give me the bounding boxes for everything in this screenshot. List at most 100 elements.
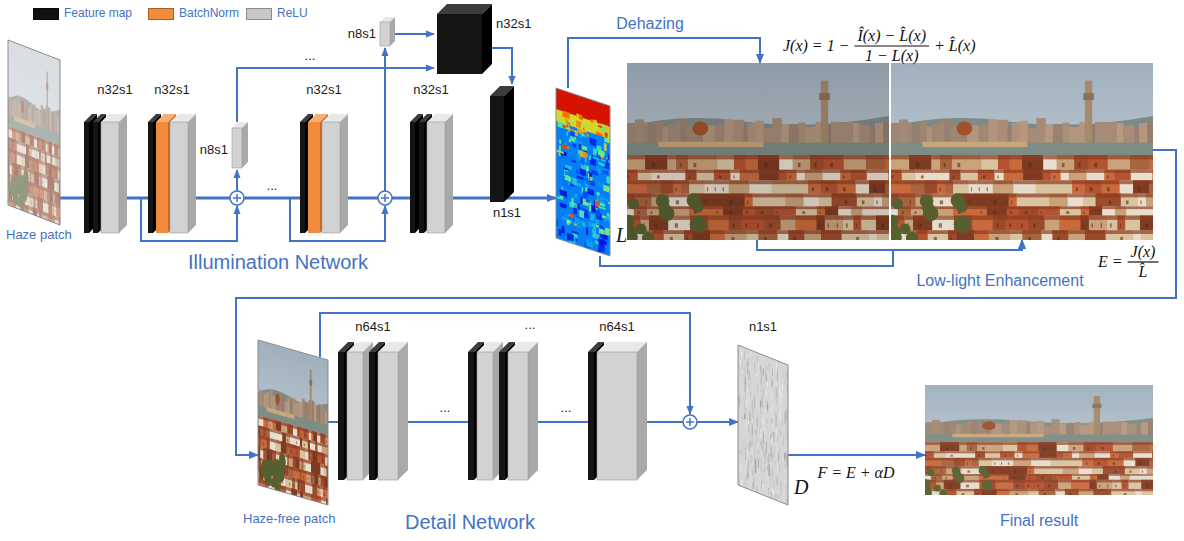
- city-photo: [1138, 187, 1140, 191]
- detail-texture: [781, 420, 783, 426]
- city-photo: [1061, 170, 1070, 173]
- city-photo: [1083, 93, 1093, 100]
- flow-arrow: [600, 240, 1022, 266]
- city-photo: [315, 447, 316, 450]
- illumination-colormap: [608, 154, 610, 161]
- city-photo: [281, 441, 287, 446]
- illumination-colormap: [593, 119, 597, 126]
- city-photo: [1131, 170, 1153, 173]
- detail-texture: [749, 411, 751, 421]
- dehazed-photo: [618, 63, 909, 247]
- detail-texture: [760, 402, 762, 415]
- detail-texture: [785, 431, 787, 437]
- city-photo: [940, 155, 953, 159]
- illumination-colormap: [595, 209, 600, 217]
- city-photo: [1096, 194, 1105, 198]
- city-photo: [901, 155, 910, 159]
- detail-texture: [744, 478, 746, 487]
- city-photo: [266, 448, 272, 453]
- city-photo: [321, 475, 325, 479]
- city-photo: [287, 439, 289, 442]
- city-photo: [291, 488, 297, 493]
- detail-texture: [740, 449, 742, 455]
- illumination-colormap: [590, 138, 597, 147]
- city-photo: [1068, 194, 1084, 198]
- city-photo: [1076, 187, 1078, 191]
- detail-texture: [756, 433, 757, 442]
- illumination-colormap: [598, 125, 602, 128]
- city-photo: [304, 465, 305, 468]
- illumination-colormap: [570, 213, 575, 218]
- city-photo: [300, 427, 304, 431]
- city-photo: [1022, 155, 1044, 159]
- detail-texture: [782, 457, 783, 464]
- illumination-colormap: [572, 119, 573, 122]
- illumination-colormap: [576, 120, 581, 128]
- city-photo: [260, 431, 261, 434]
- illumination-colormap: [589, 221, 596, 228]
- detail-texture: [741, 466, 742, 475]
- city-photo: [273, 430, 276, 434]
- city-photo: [266, 458, 274, 477]
- city-photo: [978, 170, 995, 173]
- city-photo: [909, 200, 910, 204]
- city-photo: [1130, 155, 1150, 159]
- city-photo: [627, 63, 889, 240]
- city-photo: [309, 379, 312, 386]
- illumination-colormap: [584, 192, 588, 199]
- illumination-colormap: [562, 144, 569, 151]
- haze-free-patch-picture: [258, 340, 328, 505]
- city-photo: [1120, 180, 1134, 184]
- illumination-colormap: [582, 163, 583, 165]
- city-photo: [984, 180, 993, 184]
- city-photo: [258, 340, 328, 505]
- illumination-colormap: [593, 155, 600, 160]
- city-photo: [1115, 206, 1127, 209]
- city-photo: [1062, 163, 1065, 167]
- detail-texture: [759, 483, 760, 494]
- city-photo: [907, 194, 916, 198]
- illumination-colormap: [606, 216, 610, 222]
- city-photo: [1025, 211, 1028, 214]
- city-photo: [1083, 194, 1096, 198]
- detail-texture: [774, 382, 776, 387]
- city-photo: [290, 444, 296, 460]
- city-photo: [891, 155, 902, 173]
- city-photo: [289, 455, 293, 471]
- illumination-colormap: [558, 117, 561, 120]
- illumination-map-picture: [556, 88, 610, 256]
- illumination-colormap: [586, 199, 591, 203]
- city-photo: [1104, 170, 1115, 173]
- detail-texture: [775, 461, 777, 465]
- city-photo: [314, 473, 318, 477]
- city-photo: [285, 476, 288, 480]
- detail-texture: [741, 439, 742, 444]
- illumination-colormap: [572, 198, 574, 205]
- city-photo: [304, 428, 308, 432]
- city-photo: [934, 170, 950, 173]
- city-photo: [318, 491, 320, 494]
- detail-texture: [776, 446, 778, 455]
- detail-texture: [757, 454, 759, 460]
- detail-texture: [751, 441, 752, 447]
- detail-texture: [756, 417, 758, 428]
- illumination-colormap: [558, 229, 561, 237]
- city-photo: [261, 464, 267, 479]
- detail-texture: [765, 442, 767, 453]
- detail-texture: [776, 388, 778, 402]
- city-photo: [300, 447, 306, 463]
- city-photo: [259, 416, 264, 420]
- detail-texture: [769, 469, 771, 479]
- detail-texture: [754, 395, 756, 408]
- detail-texture: [746, 462, 747, 471]
- city-photo: [307, 471, 311, 475]
- detail-texture: [756, 373, 758, 377]
- city-photo: [276, 393, 280, 406]
- illumination-colormap: [589, 180, 594, 187]
- detail-texture: [785, 415, 787, 425]
- detail-texture: [760, 428, 762, 438]
- city-photo: [310, 369, 312, 422]
- detail-texture: [749, 442, 751, 453]
- illumination-colormap: [575, 217, 581, 225]
